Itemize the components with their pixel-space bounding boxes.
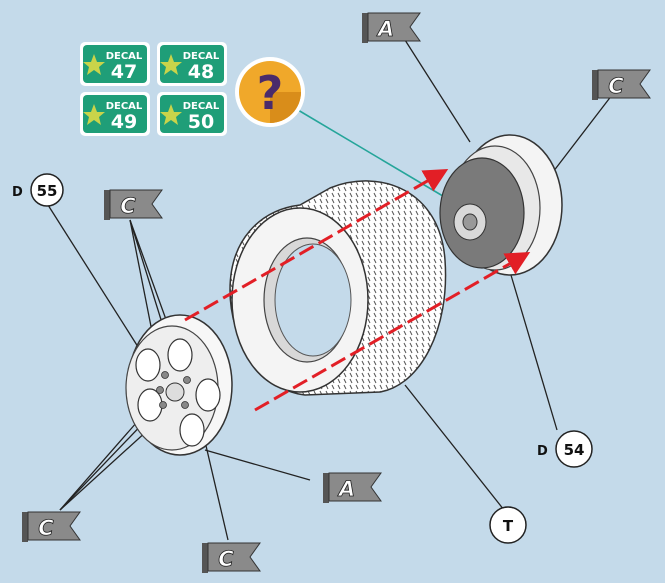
svg-text:55: 55 [37, 182, 58, 200]
help-icon: ? [235, 57, 305, 127]
svg-text:A: A [337, 477, 355, 501]
svg-text:54: 54 [564, 441, 585, 459]
svg-text:T: T [503, 517, 514, 535]
svg-text:C: C [120, 194, 136, 218]
svg-text:50: 50 [188, 111, 214, 133]
decal-47: DECAL 47 [80, 42, 150, 86]
svg-text:D: D [537, 444, 548, 459]
rear-rim [440, 135, 562, 275]
svg-text:D: D [12, 185, 23, 200]
svg-text:A: A [376, 17, 394, 41]
flag-c-bottom: C [202, 543, 260, 573]
svg-text:C: C [218, 547, 234, 571]
svg-text:49: 49 [111, 111, 137, 133]
flag-c-top-right: C [592, 70, 650, 100]
front-wheel [126, 315, 232, 455]
svg-text:C: C [38, 516, 54, 540]
svg-text:48: 48 [188, 61, 214, 83]
flag-c-bottom-left: C [22, 512, 80, 542]
svg-text:?: ? [257, 66, 284, 120]
part-callout-d55: D 55 [12, 174, 63, 206]
svg-text:C: C [608, 74, 624, 98]
part-callout-t: T [490, 507, 526, 543]
flag-a-top: A [362, 13, 420, 43]
flag-c-mid-left: C [104, 190, 162, 220]
decal-49: DECAL 49 [80, 92, 150, 136]
flag-a-bottom: A [323, 473, 381, 503]
decal-48: DECAL 48 [157, 42, 227, 86]
decal-50: DECAL 50 [157, 92, 227, 136]
svg-text:47: 47 [111, 61, 137, 83]
part-callout-d54: D 54 [537, 431, 592, 467]
